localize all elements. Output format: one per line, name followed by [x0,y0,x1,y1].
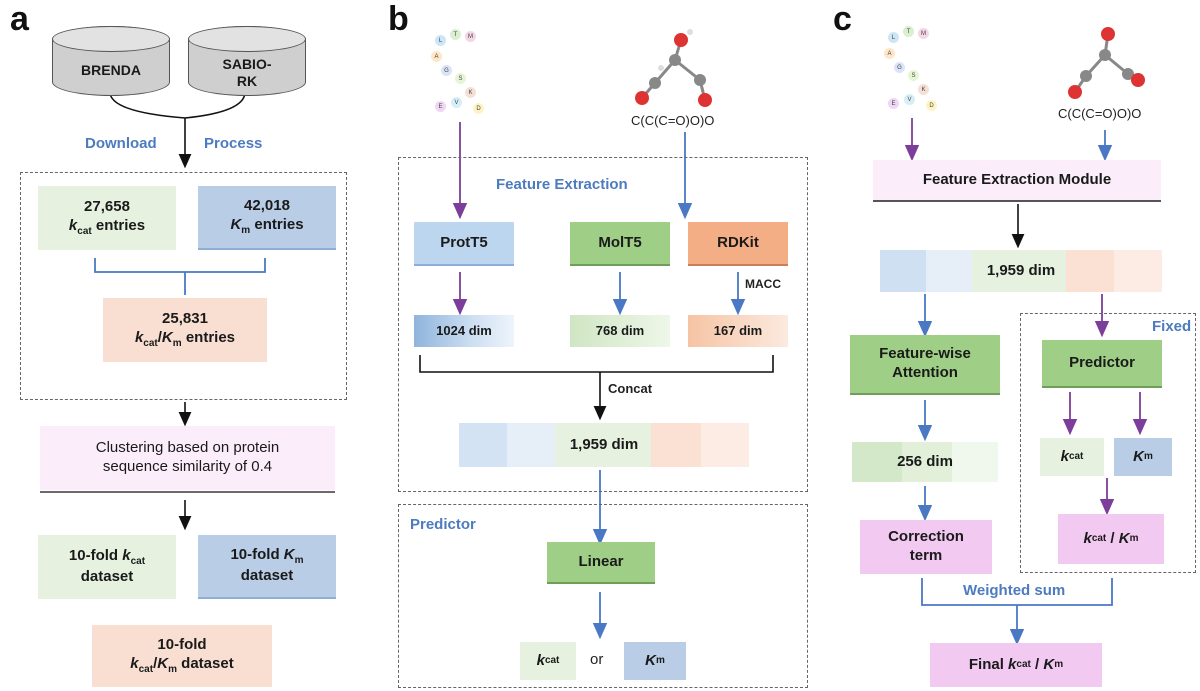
fold-ratio-line1: 10-fold [157,635,207,653]
clustering-line2: sequence similarity of 0.4 [102,458,273,475]
kcat-count: 27,658 [84,197,130,215]
concat-embedding-label: 1,959 dim [569,435,639,453]
smiles-string-b: C(C(C=O)O)O [631,113,715,128]
weighted-sum-label: Weighted sum [963,582,1066,599]
c-embedding-bar [880,250,1162,292]
merge-bracket [94,258,266,273]
prott5-embedding-1024: 1024 dim [414,315,514,347]
fold-km-line1: 10-fold Km [230,545,304,566]
feature-extraction-label: Feature Extraction [496,176,628,193]
molecule-icon-b [635,29,712,107]
attention-line2: Attention [892,364,958,381]
km-entries-box: 42,018 Km entries [198,186,336,250]
protein-sequence-icon-c: L T M A G S K V E D [878,22,948,114]
kcat-entries-box: 27,658 kcat entries [38,186,176,250]
sabio-label: SABIO- RK [188,52,306,94]
entries-group-box [20,172,347,400]
linear-layer: Linear [547,542,655,584]
download-label: Download [85,135,157,152]
sabio-database: SABIO- RK [188,26,306,96]
feature-extraction-module: Feature Extraction Module [873,160,1161,202]
molecule-icon-c [1068,27,1145,99]
c-256-embedding-bar [852,442,998,482]
rdkit-embedding-167: 167 dim [688,315,788,347]
db-join-line [109,91,246,119]
or-label: or [590,651,604,668]
clustering-line1: Clustering based on protein [95,439,280,457]
sabio-label-line2: RK [236,73,258,89]
fixed-label: Fixed [1152,318,1192,335]
c-embedding-label: 1,959 dim [986,261,1056,279]
smiles-string-c: C(C(C=O)O)O [1058,106,1142,121]
ratio-count: 25,831 [162,309,208,327]
clustering-step: Clustering based on protein sequence sim… [40,426,335,490]
fold-kcat-line1: 10-fold kcat [68,546,146,567]
ratio-entries-label: kcat/Km entries [134,328,236,349]
fold-km-dataset: 10-fold Km dataset [198,535,336,599]
correction-line1: Correction [888,528,964,546]
km-count: 42,018 [244,196,290,214]
correction-term: Correction term [860,520,992,574]
ratio-entries-box: 25,831 kcat/Km entries [103,298,267,362]
kcat-entries-label: kcat entries [68,216,146,237]
fold-kcat-line2: dataset [80,568,134,586]
concat-label: Concat [608,381,653,396]
feature-extraction-group [398,157,808,492]
fold-kcat-dataset: 10-fold kcat dataset [38,535,176,599]
process-label: Process [204,135,263,152]
brenda-database: BRENDA [52,26,170,96]
panel-letter-c: c [833,0,852,38]
molt5-embedding-768: 768 dim [570,315,670,347]
molt5-encoder: MolT5 [570,222,670,266]
rdkit-encoder: RDKit [688,222,788,266]
fold-ratio-line2: kcat/Km dataset [130,654,234,675]
attention-line1: Feature-wise [879,345,971,363]
concat-bracket [419,355,774,373]
fixed-predictor-group [1020,313,1196,573]
predictor-group [398,504,808,688]
km-entries-label: Km entries [230,215,304,236]
prott5-encoder: ProtT5 [414,222,514,266]
protein-sequence-icon: L T M A G S K V E D [425,25,495,115]
fold-ratio-dataset: 10-fold kcat/Km dataset [92,625,272,687]
panel-letter-b: b [388,0,409,38]
c-256-embedding-label: 256 dim [897,452,953,470]
feature-wise-attention: Feature-wise Attention [850,335,1000,395]
c-predictor: Predictor [1042,340,1162,388]
macc-label: MACC [745,277,781,291]
correction-line2: term [909,547,943,564]
brenda-label: BRENDA [81,62,141,79]
concat-embedding-bar [459,423,749,467]
predictor-label: Predictor [410,516,476,533]
panel-letter-a: a [10,0,29,38]
sabio-label-line1: SABIO- [222,55,272,72]
fold-km-line2: dataset [240,567,294,585]
